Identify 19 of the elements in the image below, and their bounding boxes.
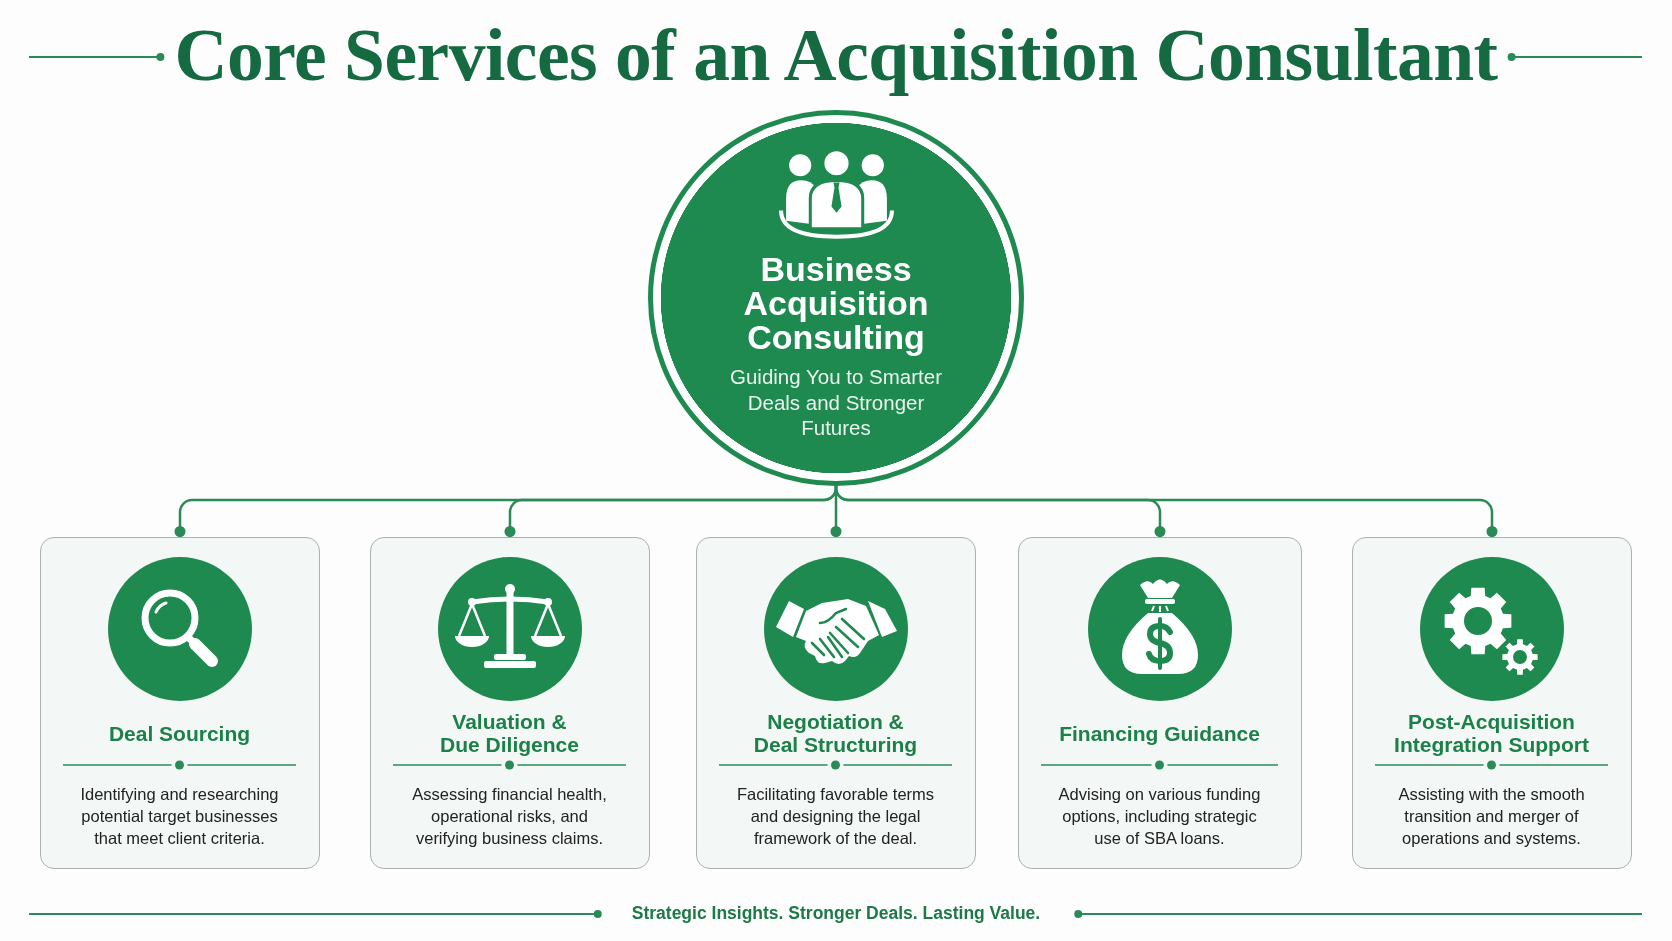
service-card	[1352, 537, 1632, 869]
card-description: Assessing financial health, operational risks, and verifying business claims.	[411, 784, 608, 849]
card-heading: Deal Sourcing	[108, 721, 251, 745]
card-description: Facilitating favorable terms and designing the legal framework of the deal.	[735, 784, 936, 849]
card-heading: Post-Acquisition Integration Support	[1393, 710, 1590, 756]
hub-title: Business Acquisition Consulting	[742, 252, 930, 354]
service-card	[370, 537, 650, 869]
card-heading: Negotiation & Deal Structuring	[752, 710, 919, 756]
service-card	[1018, 537, 1302, 869]
card-description: Advising on various funding options, including strategic use of SBA loans.	[1057, 784, 1262, 849]
card-description: Identifying and researching potential target businesses that meet client criteria.	[79, 784, 280, 849]
service-card	[696, 537, 976, 869]
service-card	[40, 537, 320, 869]
connector	[834, 485, 1498, 537]
hub-subtitle: Guiding You to Smarter Deals and Stronger Futures	[729, 364, 943, 441]
card-heading: Financing Guidance	[1059, 721, 1260, 745]
card-description: Assisting with the smooth transition and merger of operations and systems.	[1397, 784, 1586, 849]
card-heading: Valuation & Due Diligence	[439, 710, 580, 756]
tagline: Strategic Insights. Stronger Deals. Lasting Value.	[631, 903, 1041, 924]
